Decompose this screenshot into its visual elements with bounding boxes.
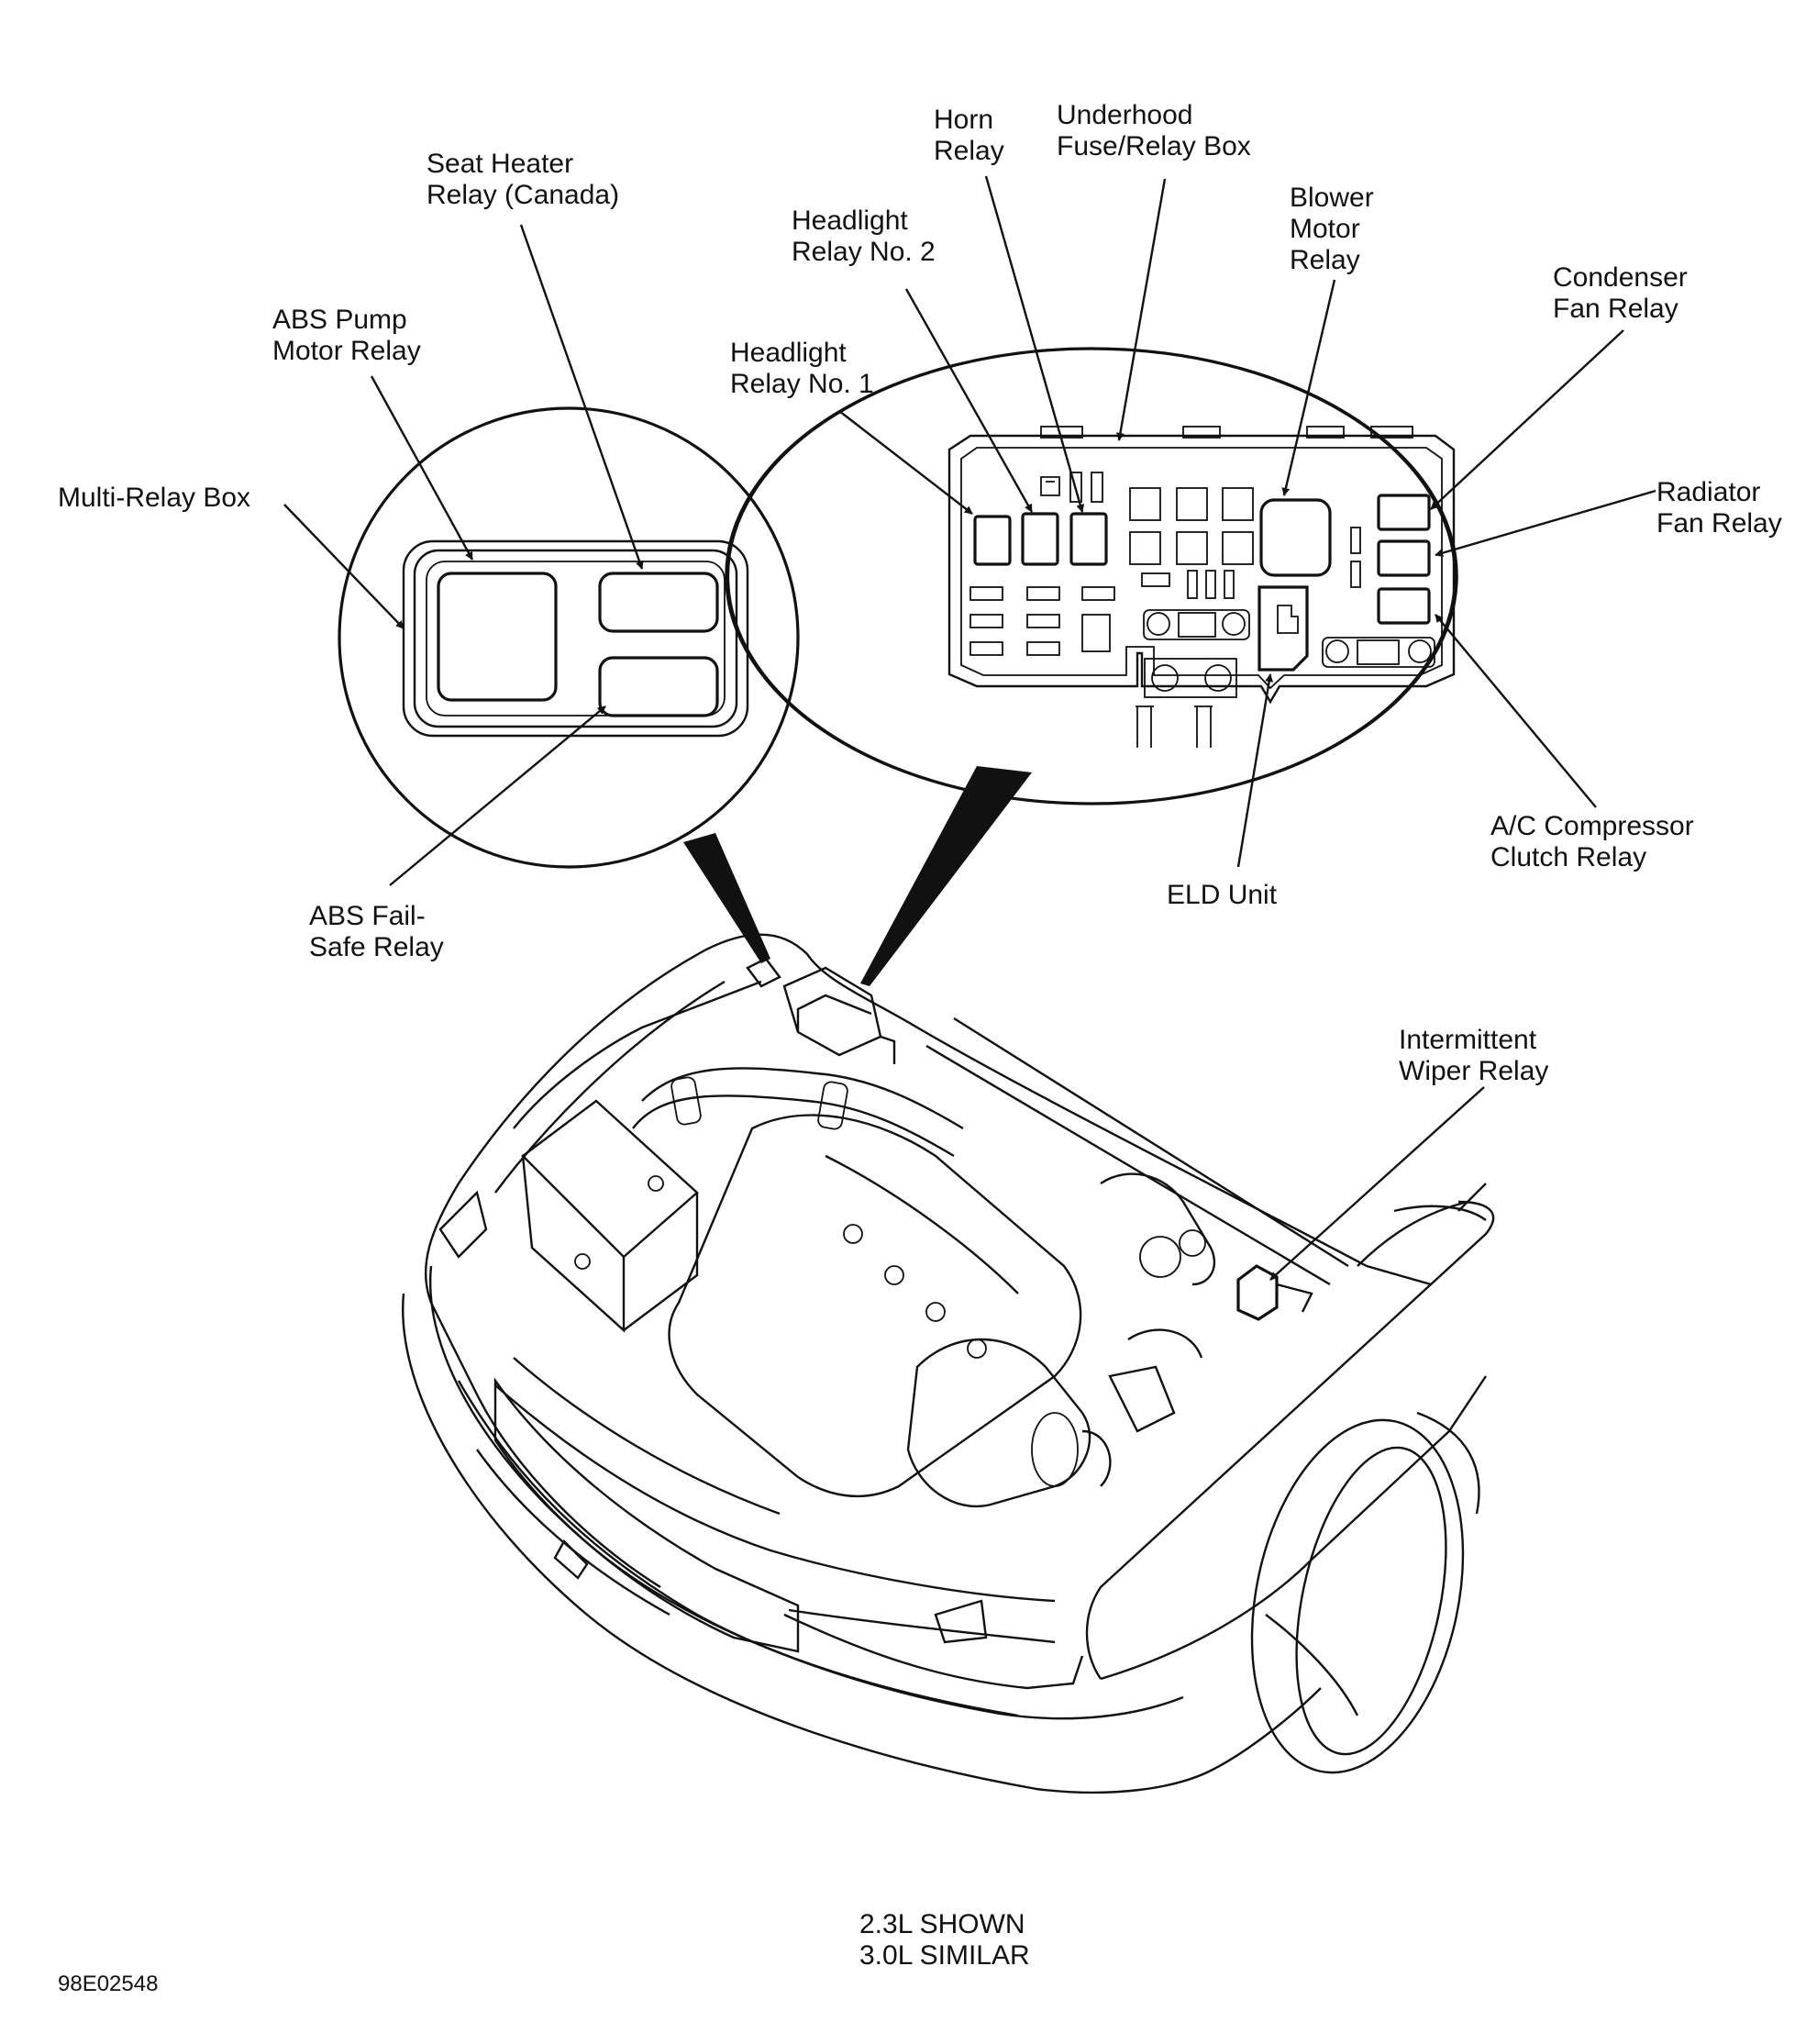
blower-motor-relay-label: Blower Motor Relay [1290, 183, 1381, 275]
vehicle-engine-bay-illustration [402, 933, 1495, 1794]
left-callout-wedge [683, 833, 770, 963]
blower-motor-relay-block [1259, 498, 1332, 577]
headlight-relay-no1-block [973, 515, 1012, 566]
headlight-relay-no1-label: Headlight Relay No. 1 [730, 338, 874, 399]
condenser-fan-relay-block [1377, 494, 1431, 531]
figure-id: 98E02548 [58, 1972, 158, 1996]
eld-unit-label: ELD Unit [1167, 880, 1278, 910]
horn-relay-label: Horn Relay [934, 105, 1004, 166]
seat-heater-relay-label: Seat Heater Relay (Canada) [427, 149, 619, 210]
radiator-fan-relay-block [1377, 539, 1431, 577]
condenser-fan-relay-label: Condenser Fan Relay [1553, 262, 1695, 324]
leader-lines [283, 175, 1656, 1281]
seat-heater-relay-block [598, 572, 719, 633]
headlight-relay-no2-block [1021, 512, 1059, 566]
radiator-fan-relay-label: Radiator Fan Relay [1656, 477, 1782, 539]
multi-relay-box-inset [338, 406, 800, 869]
underhood-fuse-relay-box-label: Underhood Fuse/Relay Box [1057, 100, 1251, 161]
engine-caption: 2.3L SHOWN 3.0L SIMILAR [859, 1909, 1033, 1971]
abs-fail-safe-relay-label: ABS Fail- Safe Relay [309, 901, 444, 962]
ac-compressor-clutch-relay-label: A/C Compressor Clutch Relay [1490, 811, 1701, 872]
ac-compressor-clutch-relay-block [1377, 587, 1431, 625]
abs-fail-safe-relay-block [598, 656, 719, 717]
abs-pump-motor-relay-block [437, 572, 558, 702]
headlight-relay-no2-label: Headlight Relay No. 2 [792, 206, 936, 267]
intermittent-wiper-relay-label: Intermittent Wiper Relay [1399, 1025, 1548, 1086]
horn-relay-block [1069, 512, 1108, 566]
eld-unit-block [1257, 585, 1309, 672]
intermittent-wiper-relay-block [1236, 1264, 1279, 1321]
underhood-fuse-relay-box-inset [725, 347, 1458, 805]
multi-relay-box-label: Multi-Relay Box [58, 483, 250, 513]
abs-pump-motor-relay-label: ABS Pump Motor Relay [272, 305, 421, 366]
right-callout-wedge [860, 766, 1032, 986]
